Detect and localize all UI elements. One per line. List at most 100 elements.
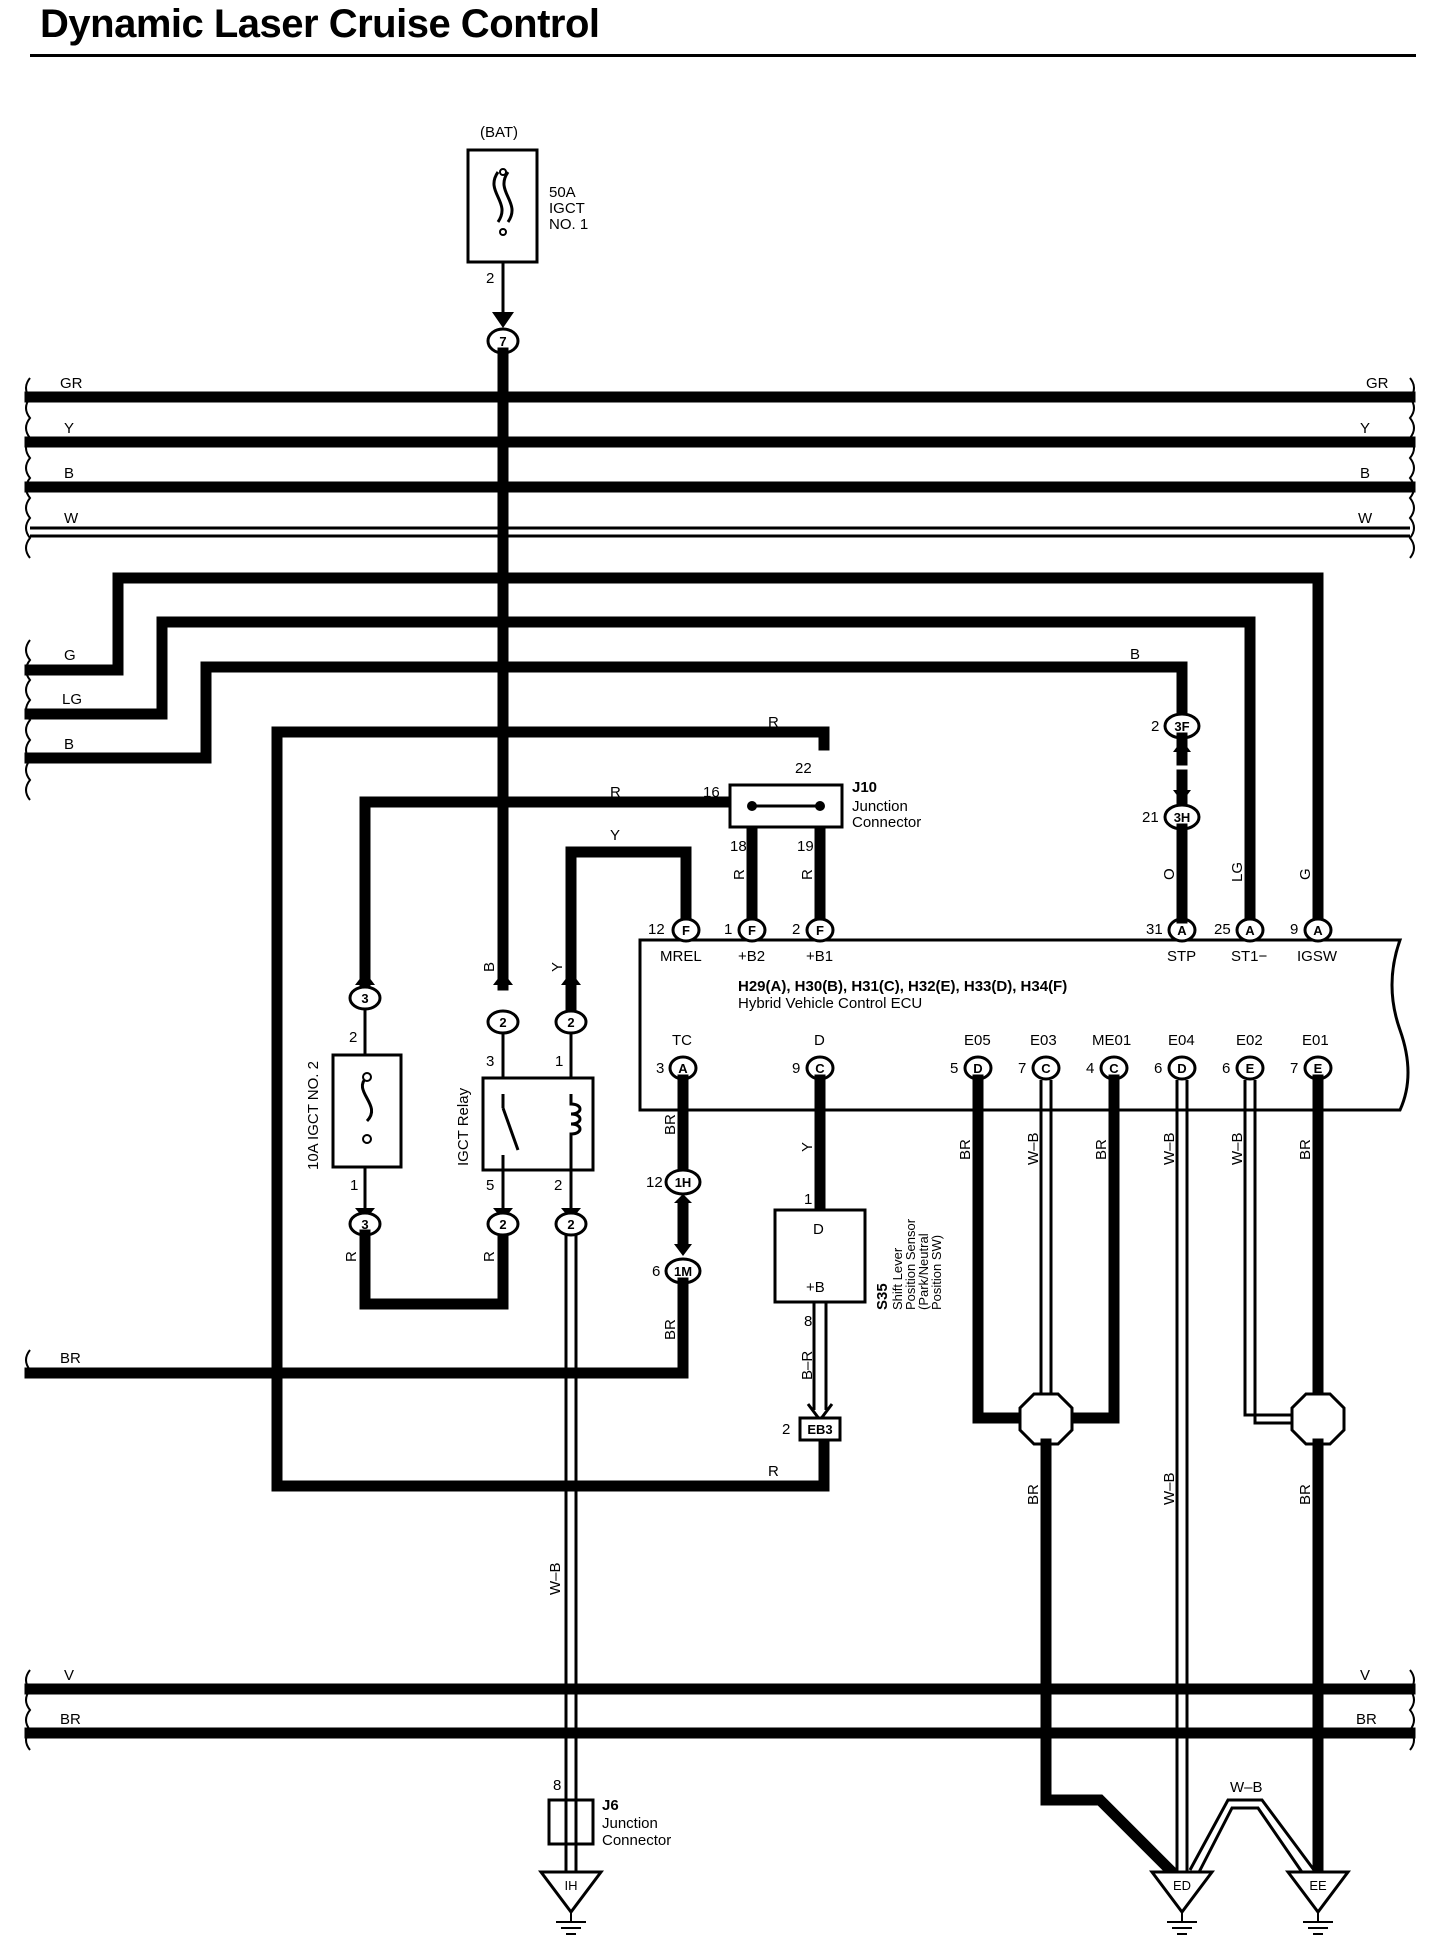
ecu-name: Hybrid Vehicle Control ECU [738, 995, 922, 1012]
fuse1-name: IGCT [549, 200, 585, 217]
ecu-term-d: D [814, 1032, 825, 1049]
bus-label-y-left: Y [64, 420, 74, 437]
svg-text:2: 2 [499, 1217, 506, 1232]
junction-j10: 16 22 18 19 J10 Junction Connector [703, 760, 921, 855]
fuse2-connector-top [348, 985, 382, 1011]
ecu-term-e02: E02 [1236, 1032, 1263, 1049]
svg-text:8: 8 [804, 1313, 812, 1330]
ecu-term-stp: STP [1167, 948, 1196, 965]
bus-label-b-right: B [1360, 465, 1370, 482]
svg-text:F: F [682, 923, 690, 938]
svg-text:BR: BR [1093, 1139, 1110, 1160]
svg-text:5: 5 [950, 1060, 958, 1077]
svg-text:W–B: W–B [1161, 1132, 1178, 1165]
svg-text:BR: BR [1297, 1484, 1314, 1505]
bus-label-b-left: B [64, 465, 74, 482]
bus-label-w-left: W [64, 510, 79, 527]
ecu-conn-st1 [1235, 917, 1265, 943]
j10-code: J10 [852, 779, 877, 796]
svg-text:2: 2 [782, 1421, 790, 1438]
svg-text:EB3: EB3 [807, 1422, 832, 1437]
wire-r-outer-loop [271, 726, 830, 1492]
svg-text:Position Sensor: Position Sensor [903, 1218, 918, 1310]
ecu-term-e03: E03 [1030, 1032, 1057, 1049]
svg-text:Shift Lever: Shift Lever [890, 1247, 905, 1310]
svg-text:3: 3 [656, 1060, 664, 1077]
bat-label: (BAT) [480, 124, 518, 141]
svg-text:1: 1 [350, 1177, 358, 1194]
fuse1-pin: 2 [486, 270, 494, 287]
ecu-term-tc: TC [672, 1032, 692, 1049]
wire-label-y-relay: Y [549, 962, 566, 972]
svg-text:R: R [481, 1251, 498, 1262]
svg-text:25: 25 [1214, 921, 1231, 938]
bus-label-br-right: BR [1356, 1711, 1377, 1728]
svg-text:BR: BR [1025, 1484, 1042, 1505]
bus-label-gr-left: GR [60, 375, 83, 392]
svg-text:Junction: Junction [602, 1815, 658, 1832]
svg-text:1: 1 [804, 1191, 812, 1208]
svg-text:2: 2 [499, 1015, 506, 1030]
svg-text:D: D [1177, 1061, 1186, 1076]
svg-text:2: 2 [554, 1177, 562, 1194]
j10-pin-18: 18 [730, 838, 747, 855]
ecu-conn-e03 [1031, 1055, 1061, 1081]
shift-sensor-s35: Y 1 D +B 8 B–R 2 EB3 S35 Shift Lever Pos… [773, 1074, 944, 1442]
ground-ih: IH [538, 1870, 604, 1935]
svg-text:D: D [973, 1061, 982, 1076]
svg-text:Connector: Connector [602, 1832, 671, 1849]
svg-text:Y: Y [799, 1142, 816, 1152]
bus-label-w-right: W [1358, 510, 1373, 527]
ecu-term-igsw: IGSW [1297, 948, 1338, 965]
ecu-box [638, 938, 1410, 1112]
wire-br-tc-to-left [24, 1277, 689, 1379]
svg-text:C: C [815, 1061, 825, 1076]
svg-text:BR: BR [662, 1114, 679, 1135]
fuse-igct-no1-element [492, 171, 514, 223]
svg-text:W–B: W–B [1161, 1472, 1178, 1505]
wire-label-b-upper: B [1130, 646, 1140, 663]
tc-path: BR 12 1H 6 1M BR BR [24, 1074, 702, 1379]
svg-text:F: F [816, 923, 824, 938]
svg-text:1: 1 [724, 921, 732, 938]
wire-br-me01 [1064, 1074, 1120, 1424]
svg-text:A: A [1245, 923, 1255, 938]
wire-label-r-bottom: R [768, 1463, 779, 1480]
svg-text:6: 6 [652, 1263, 660, 1280]
svg-text:BR: BR [1297, 1139, 1314, 1160]
wire-wb-relay-j6: W–B [547, 1235, 578, 1800]
wire-y-mrel [565, 846, 692, 1016]
j10-pin-22: 22 [795, 760, 812, 777]
svg-text:12: 12 [646, 1174, 663, 1191]
svg-text:2: 2 [792, 921, 800, 938]
fuse-igct-no2: 3 2 10A IGCT NO. 2 1 3 R R [305, 972, 509, 1310]
svg-text:B–R: B–R [799, 1351, 816, 1380]
ecu-conn-e04 [1167, 1055, 1197, 1081]
wire-br-splice-ed [1040, 1438, 1188, 1888]
svg-text:1M: 1M [674, 1264, 692, 1279]
svg-text:7: 7 [1290, 1060, 1298, 1077]
fuse2-label: 10A IGCT NO. 2 [305, 1061, 322, 1170]
ecu-term-e01: E01 [1302, 1032, 1329, 1049]
svg-text:7: 7 [1018, 1060, 1026, 1077]
svg-text:21: 21 [1142, 809, 1159, 826]
svg-text:W–B: W–B [1230, 1779, 1263, 1796]
svg-text:6: 6 [1154, 1060, 1162, 1077]
feed-label-br: BR [60, 1350, 81, 1367]
svg-text:3: 3 [361, 991, 368, 1006]
wire-label-r-b1: R [799, 869, 816, 880]
relay-connector-bottom-right [554, 1211, 588, 1237]
ecu-conn-b2 [737, 917, 767, 943]
svg-text:A: A [1313, 923, 1323, 938]
stp-path: 2 3F 21 3H O LG G [1142, 712, 1314, 924]
svg-text:D: D [813, 1221, 824, 1238]
wire-lg-to-st1 [24, 616, 1256, 936]
svg-text:EE: EE [1309, 1878, 1327, 1893]
left-feed-wires: G LG B B [24, 572, 1324, 936]
page-title: Dynamic Laser Cruise Control [40, 2, 600, 46]
bus-label-y-right: Y [1360, 420, 1370, 437]
svg-text:2: 2 [349, 1029, 357, 1046]
ecu-term-me01: ME01 [1092, 1032, 1131, 1049]
j10-name2: Connector [852, 814, 921, 831]
ecu-term-mrel: MREL [660, 948, 702, 965]
